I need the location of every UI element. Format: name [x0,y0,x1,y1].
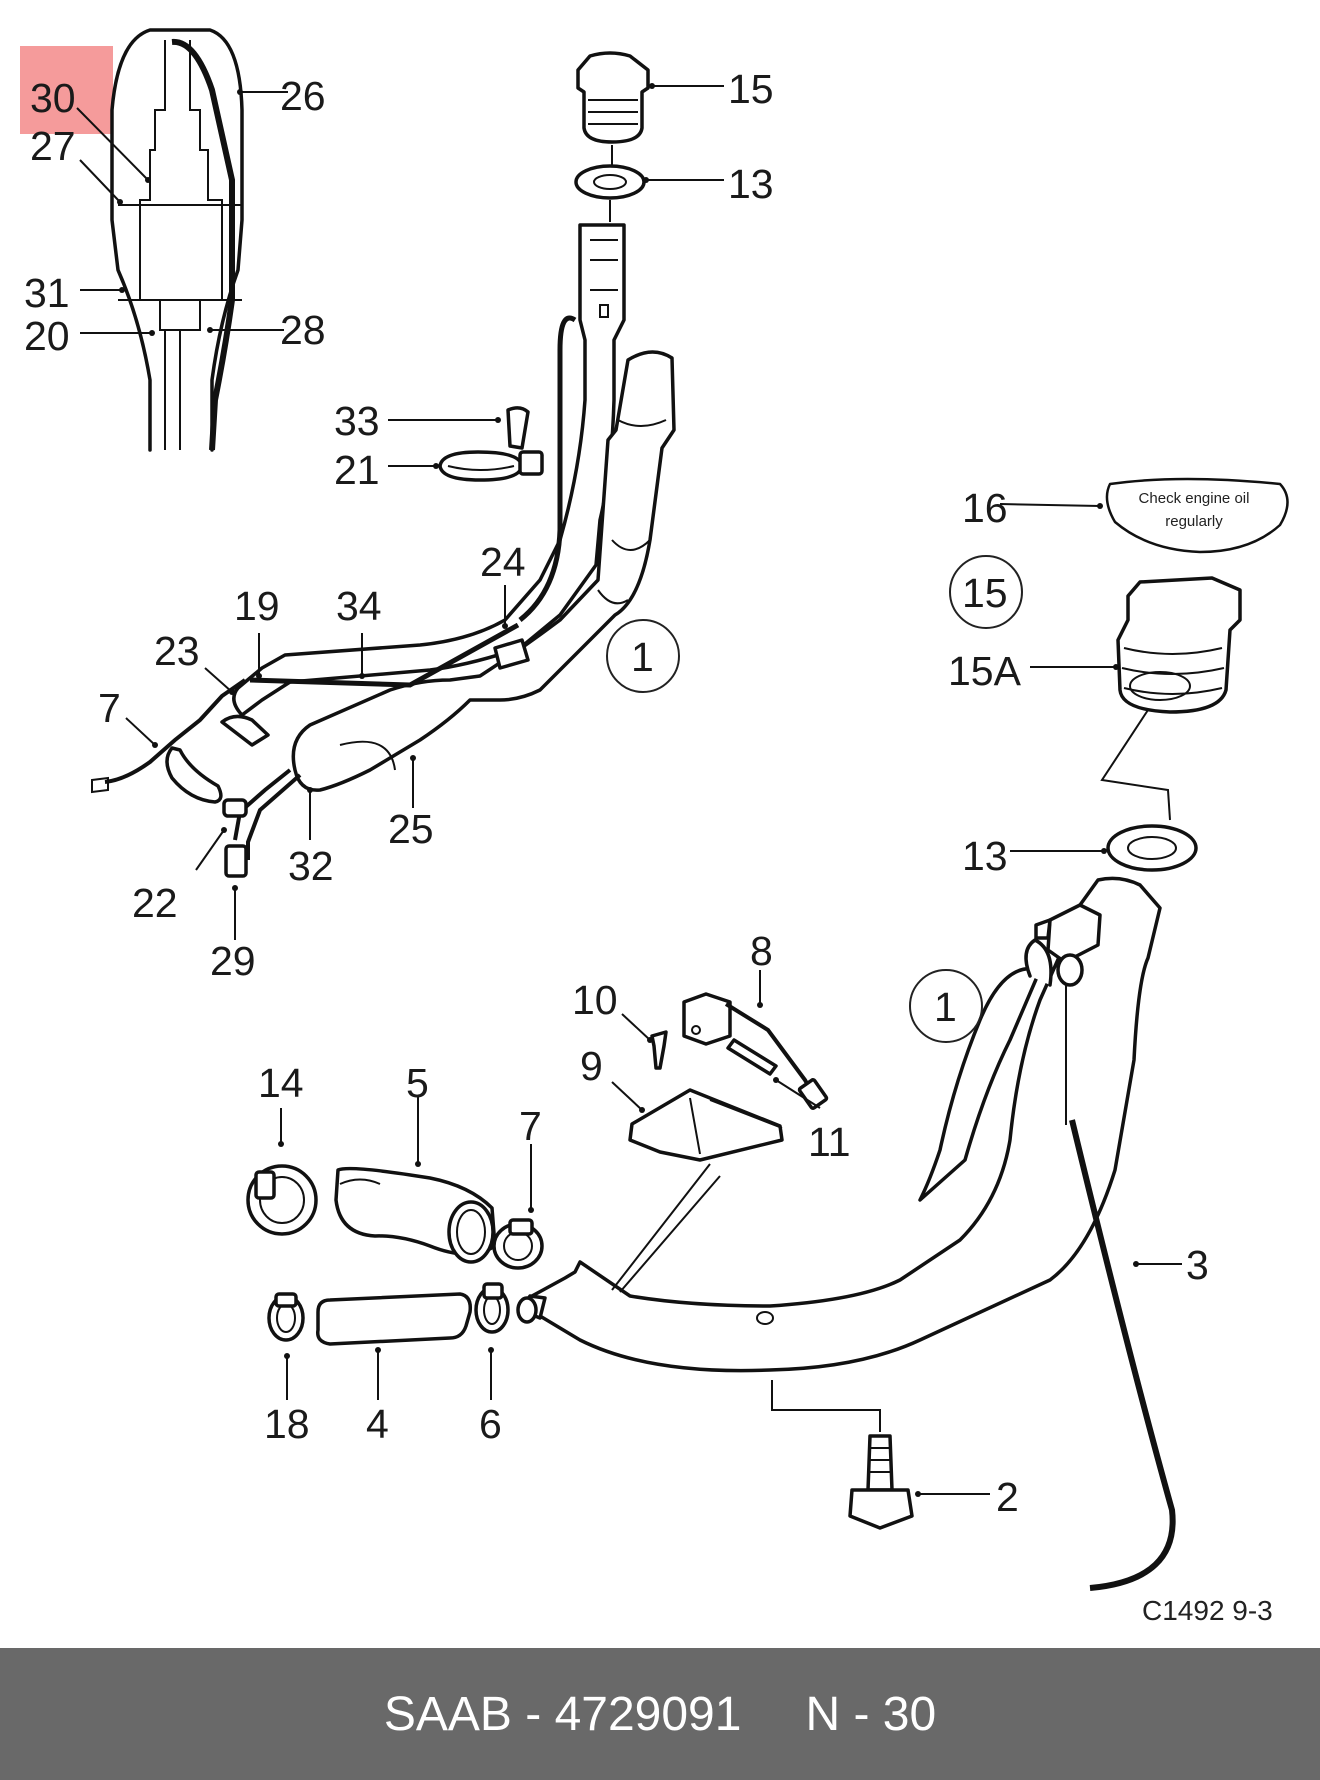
filler-pipe-upper [291,350,676,792]
callout-10: 10 [572,977,618,1023]
callout-19: 19 [234,583,280,629]
callout-15-top: 15 [728,66,774,112]
callout-26: 26 [280,73,326,119]
oil-cap-15a [1100,576,1242,821]
oil-reminder-sticker: Check engine oil regularly [1105,477,1289,554]
vent-hose [1069,1119,1176,1591]
parts-diagram: Check engine oil regularly [20,28,1289,1626]
main-filler-pipe [516,876,1162,1373]
callout-33: 33 [334,398,380,444]
drawing-code: C1492 9-3 [1142,1595,1273,1626]
reference-number-label: N - 30 [805,1687,937,1741]
part-number-footer: SAAB - 4729091 N - 30 [0,1648,1320,1780]
callout-29: 29 [210,938,256,984]
oil-cap-upper [576,51,650,165]
callout-11: 11 [808,1119,851,1165]
clamp-18 [267,1292,305,1342]
seal-ring-lower [1106,824,1198,872]
part-number-label: SAAB - 4729091 [383,1687,742,1741]
callout-28: 28 [280,307,326,353]
clamp-7-lower [492,1218,544,1270]
callout-23: 23 [154,628,200,674]
callout-3: 3 [1186,1242,1209,1288]
callout-18: 18 [264,1401,310,1447]
filler-neck-section-detail [110,28,244,452]
callout-9: 9 [580,1043,603,1089]
callout-2: 2 [996,1474,1019,1520]
callout-7-lower: 7 [519,1103,542,1149]
callout-27: 27 [30,123,76,169]
callout-25: 25 [388,806,434,852]
callout-24: 24 [480,539,526,585]
callout-15-circled: 15 [962,570,1008,616]
reference-circle-15 [949,555,1023,629]
callout-15a: 15A [948,648,1022,694]
clamp-6 [474,1282,510,1334]
seal-ring-upper [574,164,646,222]
leader-lines [76,83,1182,1497]
clamp-14 [246,1164,318,1236]
callout-22: 22 [132,880,178,926]
callout-13-top: 13 [728,161,774,207]
hose-5 [334,1166,497,1264]
hose-clamp-upper [438,406,544,482]
sticker-text-line2: regularly [1165,513,1223,530]
callout-7-upper: 7 [98,685,121,731]
callout-32: 32 [288,843,334,889]
callout-labels: 30 27 31 20 26 28 15 13 33 21 16 15 15A … [24,66,1209,1520]
callout-8: 8 [750,928,773,974]
reference-circle-1-upper [606,619,680,693]
callout-16: 16 [962,485,1008,531]
highlighted-callout-box [20,46,113,134]
callout-20: 20 [24,313,70,359]
callout-30: 30 [30,75,76,121]
callout-13-right: 13 [962,833,1008,879]
callout-5: 5 [406,1060,429,1106]
callout-1-lower: 1 [934,984,957,1030]
callout-6: 6 [479,1401,502,1447]
breather-hose-assembly [91,315,577,878]
hose-4 [316,1292,473,1346]
reference-circle-1-lower [909,969,983,1043]
callout-14: 14 [258,1060,304,1106]
exploded-view-drawing: Check engine oil regularly [20,28,1289,1626]
callout-31: 31 [24,270,70,316]
callout-21: 21 [334,447,380,493]
bracket-assembly [611,992,829,1293]
mounting-bolt [771,1380,914,1530]
callout-4: 4 [366,1401,389,1447]
callout-1-upper: 1 [631,634,654,680]
callout-34: 34 [336,583,382,629]
sticker-text-line1: Check engine oil [1139,490,1250,507]
